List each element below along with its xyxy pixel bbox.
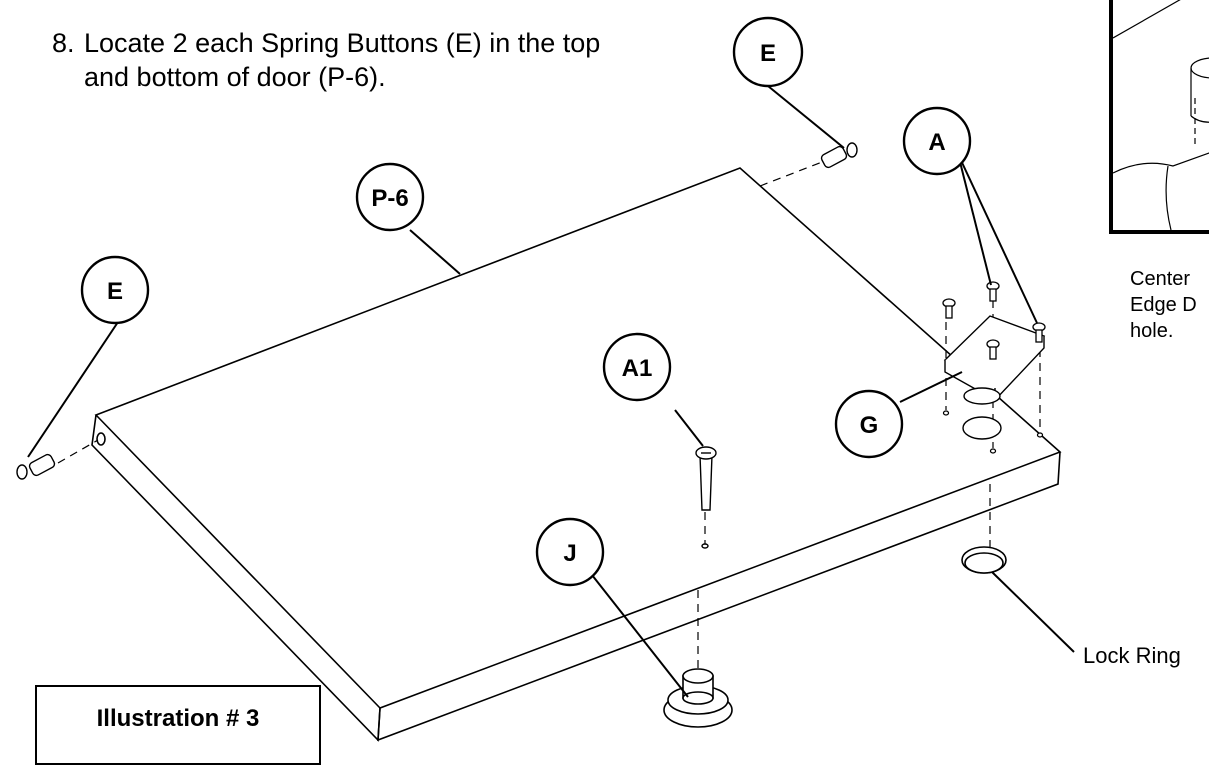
door-panel-right-edge [377, 451, 1061, 742]
callout-p6: P-6 [371, 185, 408, 212]
illustration-label: Illustration # 3 [96, 705, 260, 732]
detail-inset-drawing [1113, 0, 1209, 230]
illustration-label-box: Illustration # 3 [35, 685, 321, 765]
lock-ring-label: Lock Ring [1083, 643, 1181, 668]
side-note: Center Edge D hole. [1130, 266, 1197, 344]
instruction-line-2: and bottom of door (P-6). [84, 62, 386, 92]
instruction-line-1: Locate 2 each Spring Buttons (E) in the … [84, 28, 601, 58]
spring-button-top [820, 142, 858, 169]
door-panel-top [94, 167, 1062, 709]
hinge-screws [942, 281, 1046, 454]
callout-a1: A1 [622, 355, 653, 382]
spring-button-left [16, 453, 56, 480]
side-note-line-2: Edge D [1130, 294, 1197, 316]
side-note-line-1: Center [1130, 268, 1191, 290]
detail-inset [1109, 0, 1209, 234]
edge-hole [96, 432, 106, 446]
callout-e-left: E [107, 278, 123, 305]
step-number: 8. [52, 28, 75, 58]
knob-j [663, 668, 733, 728]
callout-e-top: E [760, 40, 776, 67]
callout-a: A [928, 129, 945, 156]
exploded-door-diagram: E E P-6 A A1 G J [16, 16, 1075, 742]
lock-ring [961, 546, 1007, 574]
side-note-line-3: hole. [1130, 320, 1174, 342]
screw-a1 [695, 446, 717, 549]
callout-j: J [563, 540, 576, 567]
callout-g: G [860, 412, 879, 439]
